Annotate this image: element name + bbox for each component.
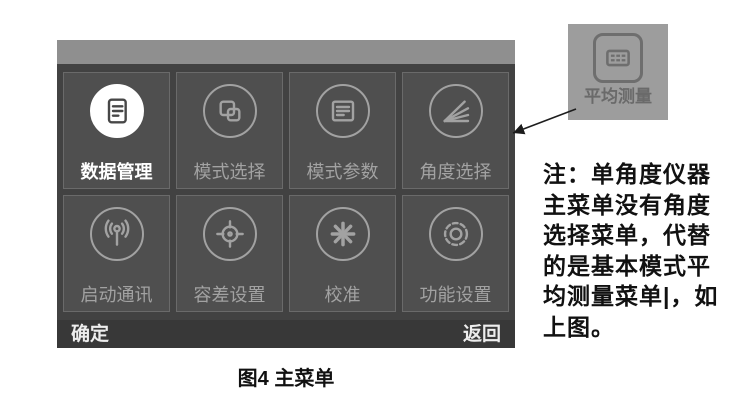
note-line: 上图。	[543, 313, 615, 340]
note-line: 主菜单没有角度	[543, 191, 711, 218]
tile-label: 角度选择	[419, 162, 492, 182]
tile-mode-params[interactable]: 模式参数	[289, 72, 396, 189]
tile-angle-select[interactable]: 角度选择	[402, 72, 509, 189]
tile-label: 数据管理	[80, 162, 153, 182]
figure-caption: 图4 主菜单	[237, 368, 335, 390]
tile-start-communication[interactable]: 启动通讯	[63, 195, 170, 312]
note-text: 注：单角度仪器 主菜单没有角度 选择菜单，代替 的是基本模式平 均测量菜单|，如…	[543, 159, 748, 342]
list-icon	[315, 84, 370, 138]
antenna-icon	[89, 207, 144, 261]
angle-icon	[428, 84, 483, 138]
tile-label: 启动通讯	[80, 285, 153, 305]
note-line: 的是基本模式平	[543, 252, 711, 279]
main-menu-grid: 数据管理 模式选择	[57, 64, 515, 320]
wheel-icon	[315, 207, 370, 261]
screen-status-bar	[57, 40, 515, 64]
layers-icon	[202, 84, 257, 138]
tile-function-settings[interactable]: 功能设置	[402, 195, 509, 312]
tile-mode-select[interactable]: 模式选择	[176, 72, 283, 189]
back-button[interactable]: 返回	[462, 323, 501, 345]
note-line: 选择菜单，代替	[543, 222, 711, 248]
tile-label: 功能设置	[419, 285, 492, 305]
note-line: 注：单角度仪器	[543, 161, 711, 187]
tile-calibration[interactable]: 校准	[289, 195, 396, 312]
crosshair-icon	[202, 207, 257, 261]
grid-icon	[593, 33, 643, 83]
tile-label: 模式参数	[306, 162, 379, 182]
gear-icon	[428, 207, 483, 261]
tile-label: 模式选择	[193, 162, 266, 182]
callout-label: 平均测量	[584, 87, 652, 106]
device-screen: 数据管理 模式选择	[57, 40, 515, 348]
tile-tolerance-settings[interactable]: 容差设置	[176, 195, 283, 312]
tile-data-management[interactable]: 数据管理	[63, 72, 170, 189]
annotation-arrow	[512, 108, 577, 135]
document-icon	[89, 84, 144, 138]
average-measurement-callout: 平均测量	[568, 24, 668, 120]
note-line: 均测量菜单|，如	[543, 283, 719, 309]
ok-button[interactable]: 确定	[71, 323, 110, 345]
tile-label: 校准	[324, 285, 361, 305]
tile-label: 容差设置	[193, 285, 266, 305]
softkey-bar: 确定 返回	[57, 320, 515, 348]
